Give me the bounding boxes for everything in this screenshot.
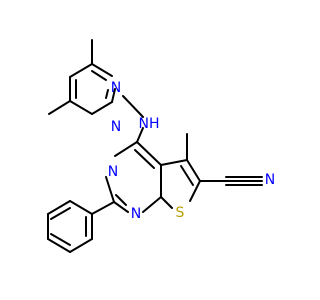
bond xyxy=(186,159,201,182)
bond xyxy=(91,70,107,81)
bond xyxy=(180,165,194,186)
bond xyxy=(122,95,144,118)
bond xyxy=(50,207,71,220)
bond xyxy=(47,238,71,253)
atom-n-pyrimidine-top: N xyxy=(111,80,121,96)
atom-nh: NH xyxy=(139,116,160,132)
atom-n-ring-lower: N xyxy=(131,206,141,222)
bond xyxy=(111,88,116,103)
bonds xyxy=(47,39,263,253)
bond xyxy=(47,200,71,215)
bond xyxy=(48,100,71,115)
atom-labels: N N NH N N S N xyxy=(108,80,275,222)
bond xyxy=(69,100,93,115)
bond xyxy=(114,141,138,157)
bond xyxy=(69,238,93,253)
bond xyxy=(136,141,162,166)
bond xyxy=(91,101,113,115)
bond xyxy=(160,159,188,166)
bond xyxy=(69,200,93,215)
bond xyxy=(136,127,144,143)
bond xyxy=(189,180,201,202)
bond xyxy=(105,89,109,99)
bond xyxy=(50,233,71,246)
bond xyxy=(105,176,115,203)
atom-n-nitrile: N xyxy=(265,172,275,188)
atom-s: S xyxy=(176,205,185,221)
bond xyxy=(160,196,173,209)
bond xyxy=(113,201,129,213)
molecule-structure: N N NH N N S N xyxy=(47,39,275,253)
bond xyxy=(134,149,155,169)
bond xyxy=(142,196,162,213)
atom-n-pyrimidine-bottom: N xyxy=(111,119,121,135)
bond xyxy=(115,194,127,206)
bond xyxy=(91,63,113,77)
atom-n-ring-upper: N xyxy=(108,164,118,180)
bond xyxy=(69,63,93,78)
bond xyxy=(91,201,115,215)
